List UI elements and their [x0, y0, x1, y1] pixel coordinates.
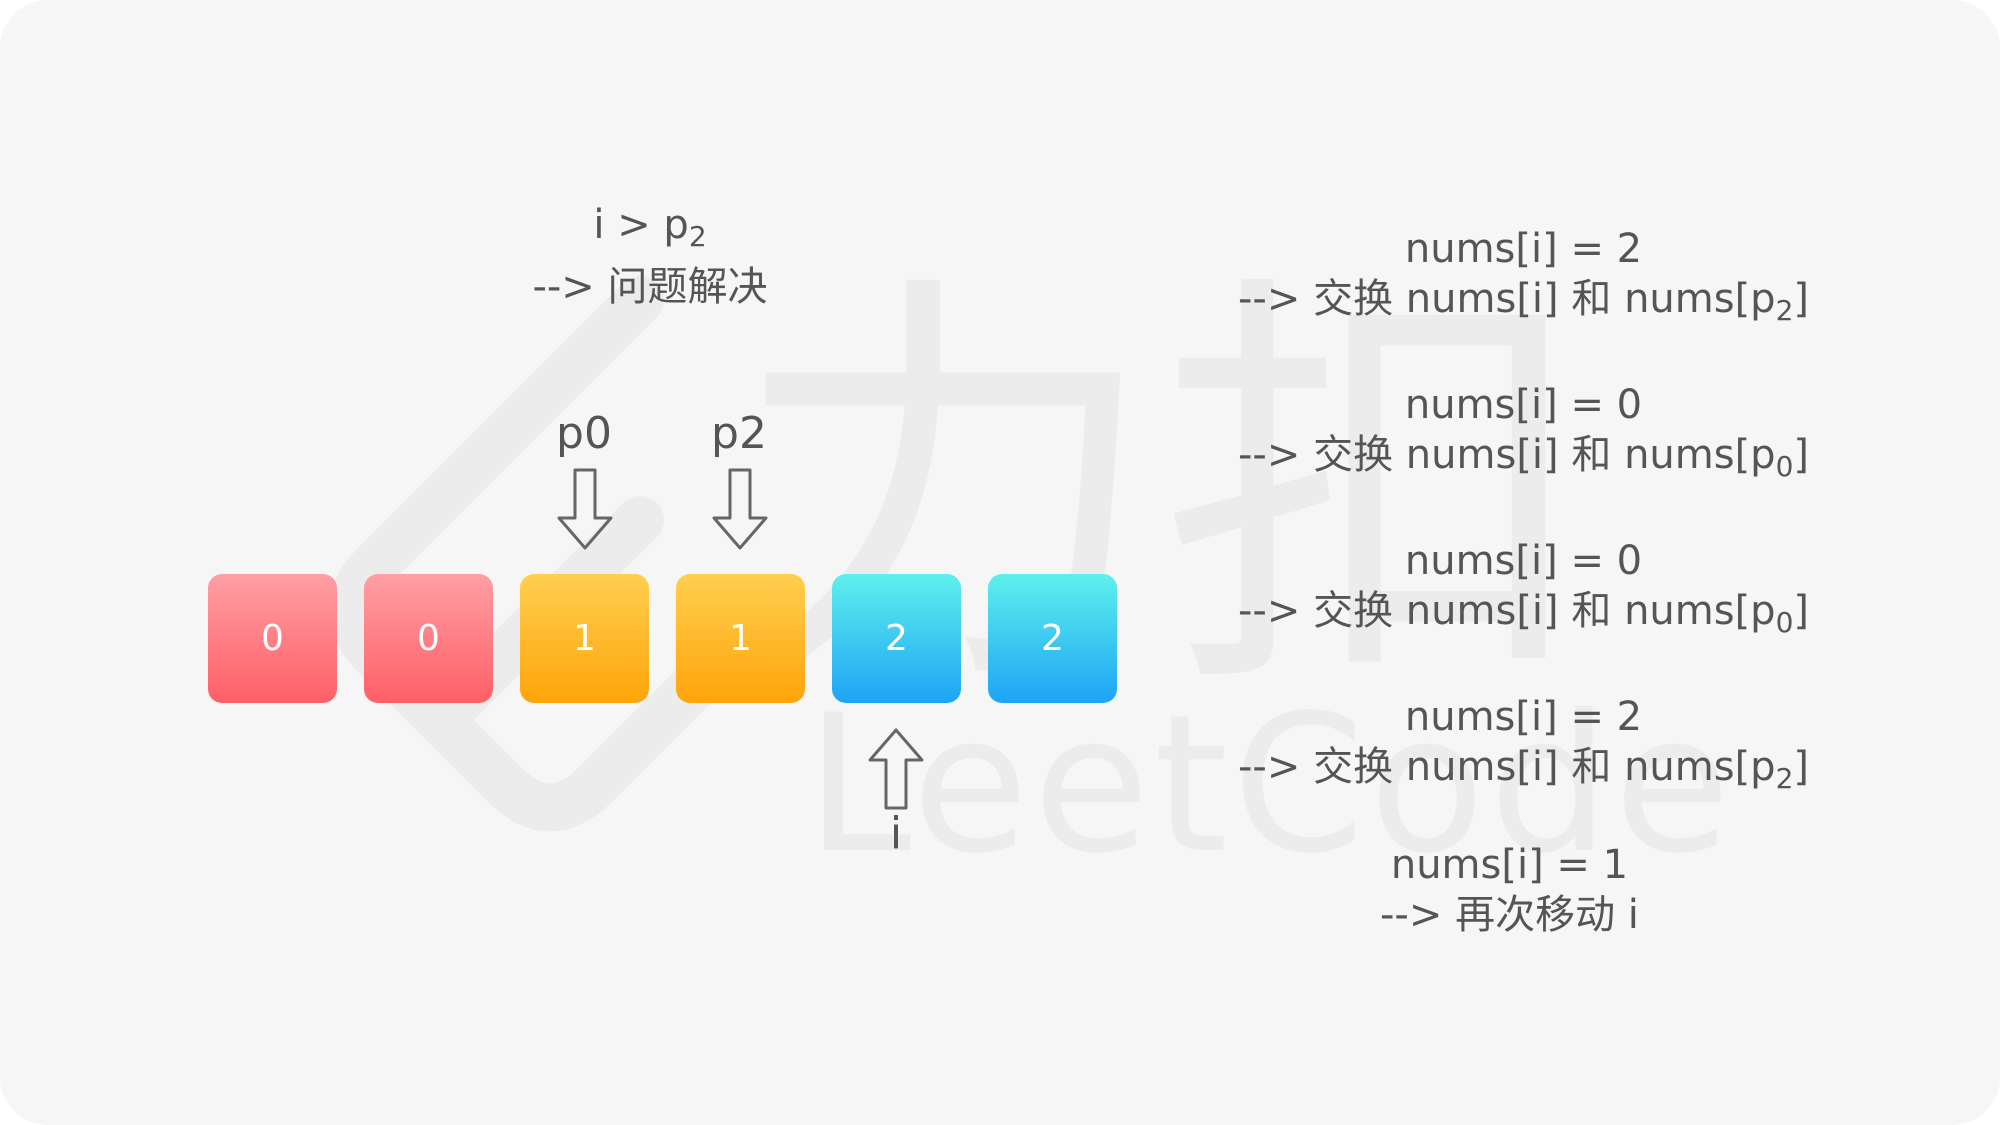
rule-condition: nums[i] = 2: [1404, 226, 1643, 272]
array-cell: 1: [676, 574, 805, 703]
rule-condition: nums[i] = 1: [1390, 842, 1629, 888]
rule-item: nums[i] = 0 --> 交换 nums[i] 和 nums[p0]: [1238, 380, 1809, 492]
pointer-p2-label: p2: [711, 408, 767, 459]
array-cell: 2: [832, 574, 961, 703]
rule-condition: nums[i] = 0: [1404, 382, 1643, 428]
array-cell: 2: [988, 574, 1117, 703]
down-arrow-icon: [712, 468, 768, 550]
down-arrow-icon: [557, 468, 613, 550]
rule-action: --> 再次移动 i: [1380, 892, 1639, 938]
rule-condition: nums[i] = 2: [1404, 694, 1643, 740]
rule-action: --> 交换 nums[i] 和 nums[p2]: [1238, 276, 1810, 327]
array-cell: 1: [520, 574, 649, 703]
rule-action: --> 交换 nums[i] 和 nums[p0]: [1238, 588, 1810, 639]
status-note: i > p2 --> 问题解决: [500, 200, 800, 312]
rule-action: --> 交换 nums[i] 和 nums[p0]: [1238, 432, 1810, 483]
rule-item: nums[i] = 2 --> 交换 nums[i] 和 nums[p2]: [1238, 224, 1809, 336]
rule-action: --> 交换 nums[i] 和 nums[p2]: [1238, 744, 1810, 795]
status-result: --> 问题解决: [532, 264, 768, 310]
rule-condition: nums[i] = 0: [1404, 538, 1643, 584]
rule-item: nums[i] = 2 --> 交换 nums[i] 和 nums[p2]: [1238, 692, 1809, 804]
array-cell: 0: [364, 574, 493, 703]
rule-item: nums[i] = 0 --> 交换 nums[i] 和 nums[p0]: [1238, 536, 1809, 648]
array-cell: 0: [208, 574, 337, 703]
up-arrow-icon: [868, 728, 924, 810]
rule-item: nums[i] = 1 --> 再次移动 i: [1380, 840, 1639, 940]
pointer-i-label: i: [889, 808, 903, 859]
pointer-p0-label: p0: [556, 408, 612, 459]
status-condition: i > p2: [593, 202, 707, 253]
